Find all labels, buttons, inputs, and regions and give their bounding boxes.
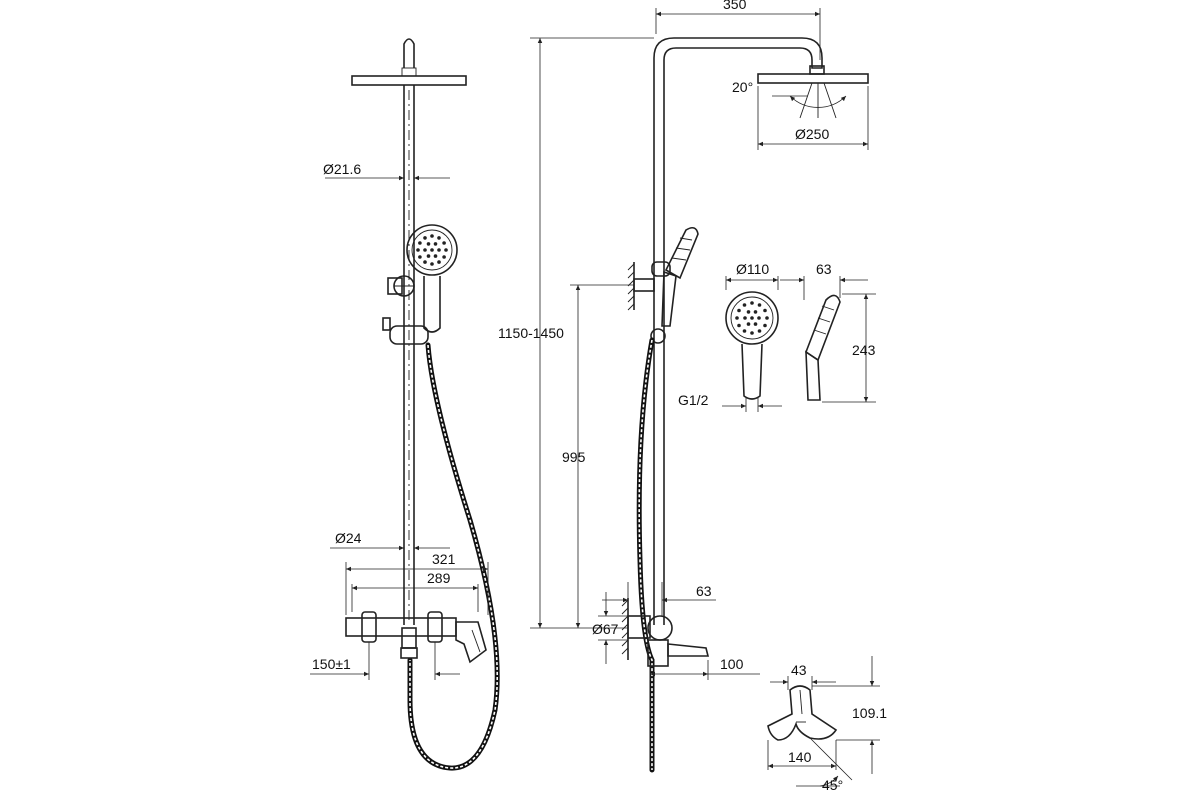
- nozzle-hole: [753, 322, 758, 326]
- nozzle-hole: [444, 248, 448, 252]
- nozzle-hole: [418, 241, 422, 245]
- nozzle-hole: [737, 323, 741, 328]
- dim-height-range: 1150-1450: [498, 325, 564, 341]
- nozzle-hole: [430, 262, 434, 266]
- nozzle-hole: [423, 260, 427, 264]
- nozzle-hole: [757, 329, 762, 333]
- nozzle-hole: [442, 255, 446, 259]
- dim-overhead-arm: 350: [723, 0, 747, 12]
- dim-mixer-width: 321: [432, 551, 456, 567]
- nozzle-hole: [750, 331, 754, 335]
- dim-column-diameter: Ø21.6: [323, 161, 361, 177]
- nozzle-hole: [437, 260, 441, 264]
- nozzle-hole: [742, 303, 747, 307]
- dim-body-diameter: Ø67: [592, 621, 619, 637]
- nozzle-hole: [442, 241, 446, 245]
- nozzle-hole: [746, 322, 751, 326]
- nozzle-hole: [426, 254, 431, 258]
- nozzle-hole: [437, 236, 441, 240]
- nozzle-hole: [416, 248, 420, 252]
- dim-handle-width: 43: [791, 662, 807, 678]
- dim-hand-thread: G1/2: [678, 392, 709, 408]
- dim-handle-span: 140: [788, 749, 812, 765]
- front-view: Ø21.6 Ø24 321 289 150±1: [310, 38, 500, 771]
- nozzle-hole: [423, 248, 427, 252]
- dim-rain-diameter: Ø250: [795, 126, 829, 142]
- side-rain-head: [757, 73, 869, 84]
- front-rain-head: [351, 75, 467, 86]
- side-hand-shower: [661, 226, 699, 327]
- nozzle-hole: [757, 316, 761, 320]
- nozzle-hole: [430, 234, 434, 238]
- handle-detail: 43 109.1 140 45°: [767, 656, 887, 793]
- nozzle-hole: [753, 310, 758, 314]
- nozzle-hole: [433, 254, 438, 258]
- dim-mixer-inner: 289: [427, 570, 451, 586]
- nozzle-hole: [742, 329, 747, 333]
- nozzle-hole: [743, 316, 747, 320]
- side-overhead-arm: [653, 37, 823, 625]
- side-mixer-body: [647, 615, 673, 641]
- nozzle-hole: [757, 303, 762, 307]
- nozzle-hole: [763, 308, 767, 313]
- hand-shower-detail: Ø110 63 243 G1/2: [678, 261, 876, 412]
- dim-spout-length: 100: [720, 656, 744, 672]
- dim-bar-diameter: Ø24: [335, 530, 362, 546]
- side-view: 20° 350 Ø250: [498, 0, 869, 773]
- nozzle-hole: [437, 248, 441, 252]
- nozzle-hole: [763, 323, 767, 328]
- dim-hand-diameter: Ø110: [736, 261, 769, 277]
- nozzle-hole: [737, 308, 741, 313]
- dim-inlet-spacing: 150±1: [312, 656, 351, 672]
- nozzle-hole: [426, 242, 431, 246]
- nozzle-hole: [430, 248, 434, 252]
- dim-hand-length: 243: [852, 342, 876, 358]
- nozzle-hole: [735, 316, 739, 320]
- dim-rain-angle: 20°: [732, 79, 753, 95]
- nozzle-hole: [750, 316, 754, 320]
- nozzle-hole: [418, 255, 422, 259]
- dim-hand-depth: 63: [816, 261, 832, 277]
- front-mixer: [345, 611, 487, 664]
- dim-handle-height: 109.1: [852, 705, 887, 721]
- dim-lower-height: 995: [562, 449, 586, 465]
- nozzle-hole: [765, 316, 769, 320]
- nozzle-hole: [423, 236, 427, 240]
- nozzle-hole: [746, 310, 751, 314]
- dim-mixer-depth: 63: [696, 583, 712, 599]
- nozzle-hole: [433, 242, 438, 246]
- dim-handle-angle: 45°: [822, 777, 843, 793]
- front-hand-shower: [406, 224, 458, 333]
- nozzle-hole: [750, 301, 754, 305]
